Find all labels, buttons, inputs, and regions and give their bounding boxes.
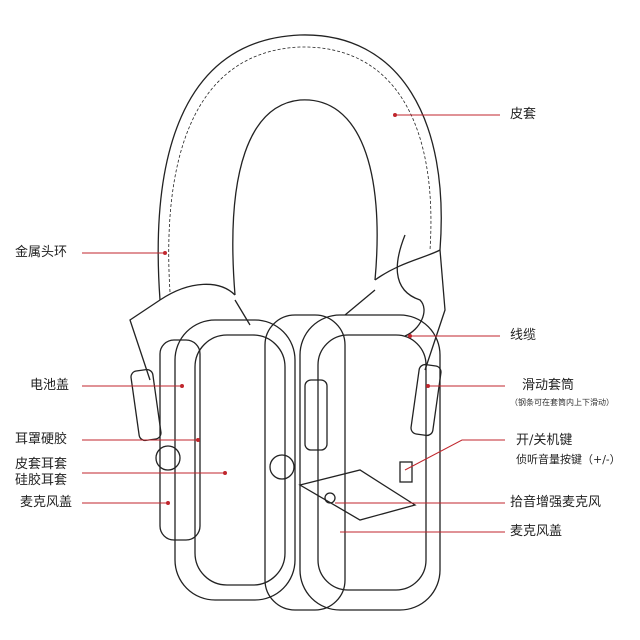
left-slider bbox=[130, 368, 162, 442]
label-leather-ear-cushion: 皮套耳套 bbox=[15, 457, 68, 472]
label-leather-cover: 皮套 bbox=[510, 107, 537, 122]
label-sliding-sleeve: 滑动套筒 bbox=[522, 378, 575, 393]
label-volume-buttons: 侦听音量按键（+/-） bbox=[516, 453, 621, 466]
right-wire bbox=[344, 249, 446, 371]
right-shell-inner bbox=[317, 334, 427, 591]
label-silicone-ear-cushion: 硅胶耳套 bbox=[15, 473, 68, 488]
leader-lines bbox=[82, 114, 505, 533]
headband-bottom bbox=[159, 249, 441, 301]
mic bbox=[324, 492, 336, 504]
headband-stitch bbox=[168, 46, 432, 293]
right-shell bbox=[299, 314, 441, 611]
left-cushion bbox=[174, 319, 296, 601]
label-power-button: 开/关机键 bbox=[516, 433, 573, 448]
label-earcup-hard-shell: 耳罩硬胶 bbox=[15, 432, 68, 447]
leader-dots bbox=[163, 113, 430, 505]
label-pickup-mic: 拾音增强麦克风 bbox=[510, 495, 602, 510]
left-pivot bbox=[155, 445, 181, 471]
label-sliding-sleeve-note: （钢条可在套筒内上下滑动） bbox=[510, 398, 614, 407]
label-metal-headband: 金属头环 bbox=[15, 245, 68, 260]
label-battery-cover: 电池盖 bbox=[30, 378, 70, 393]
power-button-shape bbox=[399, 461, 413, 483]
headband-inner bbox=[232, 99, 378, 296]
right-pivot bbox=[269, 454, 295, 480]
left-cushion-inner bbox=[194, 334, 286, 586]
left-wire bbox=[129, 299, 251, 381]
cable bbox=[396, 234, 425, 337]
label-cable: 线缆 bbox=[510, 328, 537, 343]
headband-outer bbox=[157, 34, 442, 301]
center-slider bbox=[304, 379, 328, 451]
mic-grille bbox=[298, 469, 417, 521]
label-mic-cover-right: 麦克风盖 bbox=[510, 524, 563, 539]
right-slider bbox=[410, 363, 442, 437]
right-cushion bbox=[264, 314, 346, 611]
label-mic-cover-left: 麦克风盖 bbox=[20, 495, 73, 510]
